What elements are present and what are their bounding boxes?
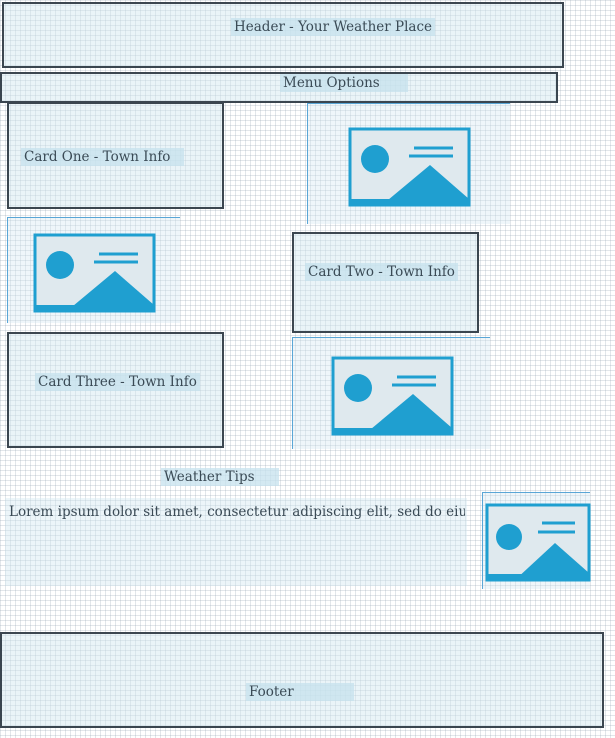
menu-label: Menu Options — [280, 74, 408, 92]
weather-tips-heading: Weather Tips — [161, 468, 279, 486]
weather-tips-body-area — [5, 498, 467, 586]
image-placeholder-icon — [33, 233, 156, 313]
menu-bar[interactable] — [0, 72, 558, 103]
image-placeholder-icon — [348, 127, 471, 207]
card-two[interactable] — [292, 232, 479, 333]
image-placeholder-icon — [485, 503, 591, 582]
header-label: Header - Your Weather Place — [231, 18, 436, 36]
card-three-label: Card Three - Town Info — [35, 373, 200, 391]
weather-tips-body: Lorem ipsum dolor sit amet, consectetur … — [9, 504, 465, 520]
card-two-label: Card Two - Town Info — [305, 263, 458, 281]
card-one-label: Card One - Town Info — [21, 148, 185, 166]
image-placeholder-icon — [331, 356, 454, 436]
footer-box — [0, 632, 604, 728]
footer-label: Footer — [246, 683, 354, 701]
